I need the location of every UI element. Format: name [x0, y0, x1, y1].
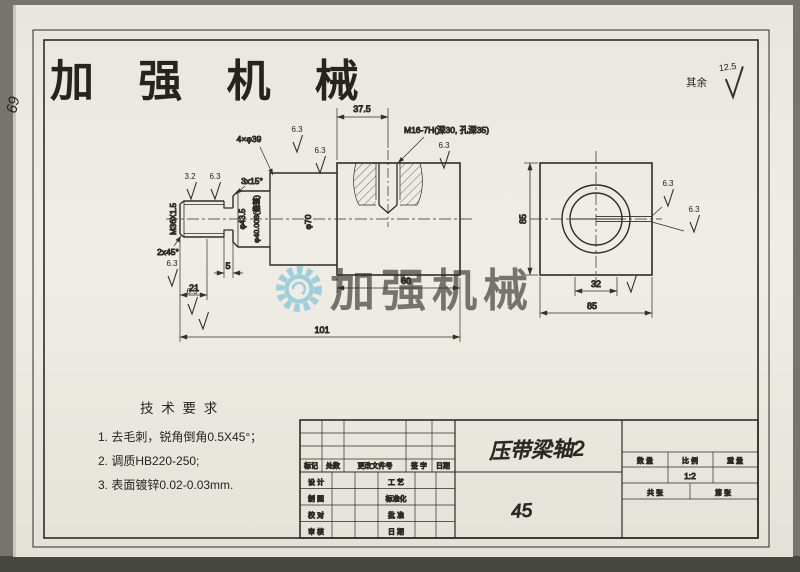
roughness-value: 6.3	[166, 259, 178, 268]
dim-85-bottom-text: 85	[587, 301, 597, 311]
tapped-hole-note: M16-7H(深30, 孔深35)	[397, 125, 490, 164]
scale-label: 比 例	[682, 456, 698, 465]
slit-leader-bottom	[651, 221, 685, 232]
general-roughness-note: 其余 12.5	[686, 61, 744, 98]
thread-label: M36X1.5	[169, 202, 178, 235]
holes-note-text: 4×φ39	[237, 134, 262, 144]
tech-req-item: 2. 调质HB220-250;	[98, 454, 199, 468]
dim-60: 60	[336, 276, 461, 342]
material: 45	[510, 500, 533, 522]
chamfer-note-text: 3x15°	[241, 176, 263, 186]
dim-101: 101	[179, 325, 461, 340]
brand-stamp: 加 强 机 械	[50, 57, 375, 106]
part-name: 压带梁轴2	[489, 437, 586, 463]
tapped-hole-text: M16-7H(深30, 孔深35)	[404, 125, 489, 135]
role-label: 设 计	[308, 478, 324, 487]
dim-85-left: 85	[518, 162, 538, 276]
roughness-mark: 6.3	[662, 179, 674, 207]
role-label: 日 期	[388, 528, 404, 536]
role-label: 制 图	[308, 494, 324, 503]
side-view	[530, 151, 662, 287]
sheet-no: 第 张	[715, 488, 731, 497]
rev-header: 签 字	[411, 461, 427, 470]
dim-101-text: 101	[314, 325, 329, 335]
title-block: 标记 处数 更改文件号 签 字 日期 设 计 制 图 校 对 审 核 工 艺 标…	[299, 419, 759, 539]
technical-requirements: 技 术 要 求 1. 去毛刺，锐角倒角0.5X45°； 2. 调质HB220-2…	[98, 401, 262, 492]
dim-37-5: 37.5	[336, 104, 389, 160]
scan-bottom-shadow	[0, 556, 800, 572]
roughness-mark: 6.3	[688, 205, 700, 233]
dia-40-label: φ40.008(偏差)	[251, 195, 261, 243]
roughness-mark: 6.3	[314, 146, 326, 174]
roughness-marks: 3.2 6.3 6.3 6.3 6.3 6.3 6.3 6.3 6.3	[166, 125, 700, 330]
roughness-value: 6.3	[438, 141, 450, 150]
roughness-value: 6.3	[688, 205, 700, 214]
general-roughness-label: 其余	[686, 76, 707, 89]
roughness-mark: 6.3	[186, 287, 198, 315]
end-chamfer-note: 2x45°	[157, 235, 182, 258]
weight-label: 重 量	[727, 457, 743, 465]
rev-header: 日期	[436, 462, 450, 470]
slit-leader-top	[651, 206, 663, 217]
sheet-total: 共 张	[647, 488, 663, 497]
tech-req-item: 3. 表面镀锌0.02-0.03mm.	[98, 478, 233, 492]
tech-req-title: 技 术 要 求	[140, 401, 219, 416]
general-roughness-value: 12.5	[718, 61, 737, 73]
watermark-text: 加强机械	[330, 265, 534, 316]
paper	[13, 5, 793, 557]
dia-70-label: φ70	[303, 214, 313, 229]
roughness-value: 6.3	[186, 287, 198, 296]
corner-note: 69	[3, 94, 23, 114]
roughness-mark: 3.2	[184, 172, 198, 200]
roughness-mark: 6.3	[166, 259, 178, 287]
roughness-value: 6.3	[291, 125, 303, 134]
roughness-mark: 6.3	[438, 141, 450, 169]
role-label: 工 艺	[388, 479, 404, 487]
scale-value: 1:2	[684, 471, 696, 481]
dim-85-bottom: 85	[539, 277, 653, 318]
dia-43-5-label: φ43.5	[238, 208, 247, 229]
dim-32-text: 32	[591, 279, 601, 289]
paper-left-edge	[13, 5, 16, 557]
dim-60-text: 60	[401, 276, 411, 286]
end-chamfer-text: 2x45°	[157, 247, 179, 257]
qty-label: 数 量	[637, 456, 653, 465]
tech-req-item: 1. 去毛刺，锐角倒角0.5X45°；	[98, 430, 262, 444]
role-label: 审 核	[308, 527, 324, 536]
dim-5-text: 5	[225, 261, 230, 271]
roughness-mark: 6.3	[291, 125, 303, 153]
gear-icon	[276, 266, 322, 312]
roughness-value: 6.3	[662, 179, 674, 188]
roughness-mark: 6.3	[209, 172, 221, 200]
side-view-dimensions: 85 32 85	[518, 162, 685, 318]
dim-37-5-text: 37.5	[353, 104, 371, 114]
front-view-dimensions: 37.5 M16-7H(深30, 孔深35) 4×φ39 3x15° 2x45°…	[157, 104, 490, 342]
dim-85-left-text: 85	[518, 214, 528, 224]
role-label: 批 准	[388, 511, 404, 520]
roughness-value: 6.3	[209, 172, 221, 181]
rev-header: 标记	[304, 461, 318, 470]
rev-header: 更改文件号	[358, 461, 393, 470]
rev-header: 处数	[326, 461, 340, 470]
roughness-value: 3.2	[184, 172, 196, 181]
dim-5: 5	[214, 232, 243, 278]
dim-21-text: 21	[189, 283, 199, 293]
holes-note: 4×φ39	[236, 134, 274, 176]
dim-32: 32	[574, 277, 618, 296]
chamfer-note: 3x15°	[235, 176, 263, 195]
role-label: 标准化	[386, 494, 407, 503]
roughness-value: 6.3	[314, 146, 326, 155]
role-label: 校 对	[308, 511, 324, 520]
dim-21: 21	[179, 239, 208, 342]
